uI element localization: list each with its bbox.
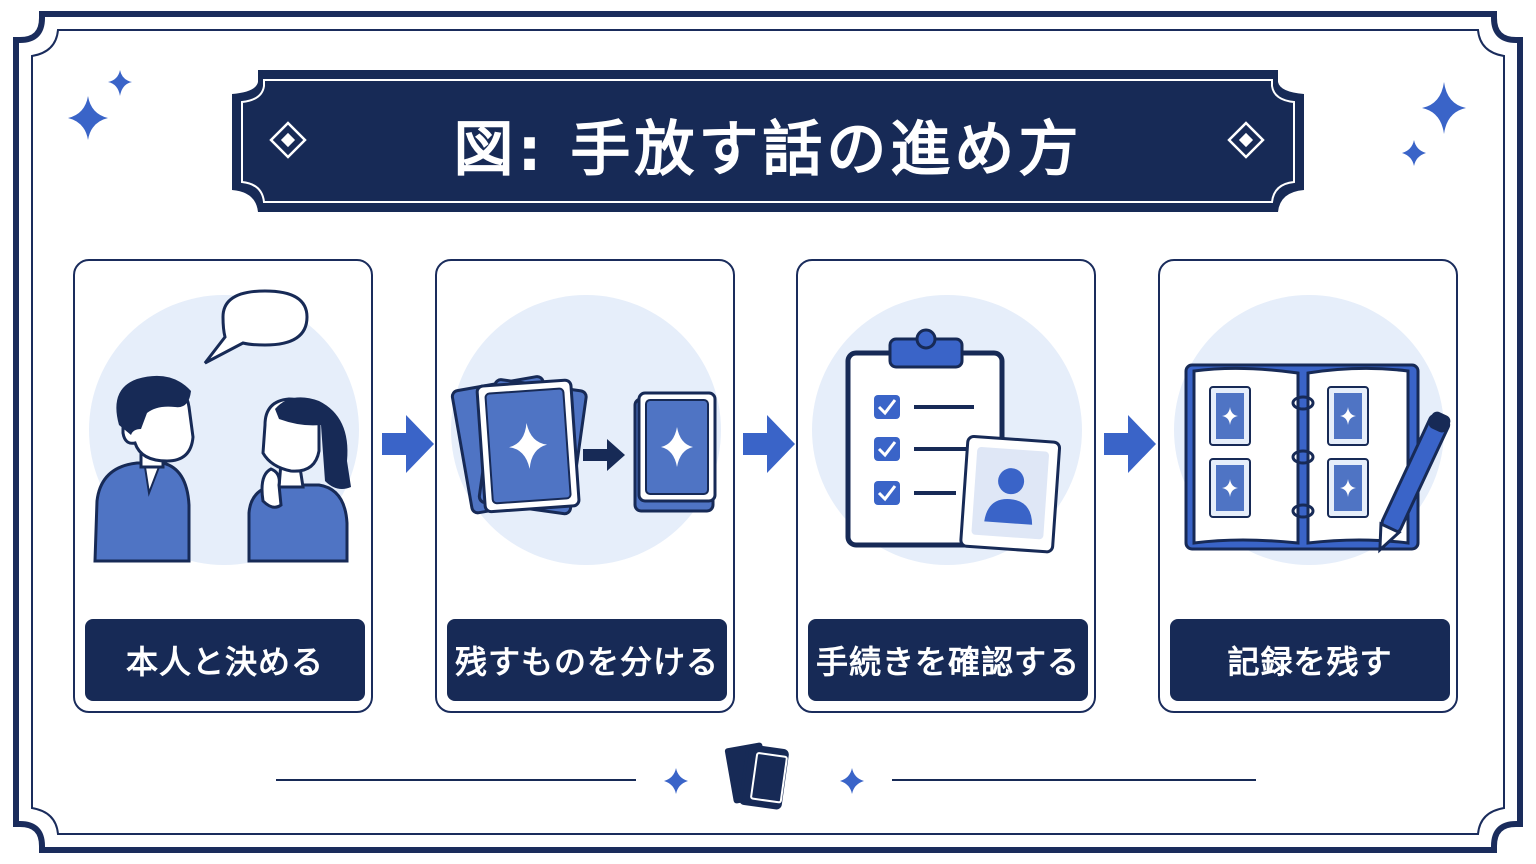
step-label: 残すものを分ける <box>447 619 727 701</box>
step-card-3: 手続きを確認する <box>796 259 1096 713</box>
checkbox-icon <box>874 437 900 461</box>
card-sorting-icon <box>450 375 717 516</box>
step-label: 記録を残す <box>1170 619 1450 701</box>
step-label: 手続きを確認する <box>808 619 1088 701</box>
arrow-right-icon <box>1104 415 1156 473</box>
two-people-talking-icon <box>93 289 351 563</box>
footer-ornament <box>276 740 1256 810</box>
sparkle-icon <box>1422 82 1466 134</box>
arrow-right-icon <box>743 415 795 473</box>
step-card-2: 残すものを分ける <box>435 259 735 713</box>
sparkle-icon <box>68 96 108 140</box>
card-stack-icon <box>722 740 789 810</box>
step-card-1: 本人と決める <box>73 259 373 713</box>
sparkle-icon <box>840 768 864 794</box>
diamond-ornament-icon <box>269 121 307 159</box>
card-binder-pen-icon <box>1184 363 1451 554</box>
arrow-right-icon <box>382 415 434 473</box>
diamond-ornament-icon <box>1227 121 1265 159</box>
checkbox-icon <box>874 481 900 505</box>
sparkle-icon <box>664 768 688 794</box>
page-title: 図: 手放す話の進め方 <box>453 114 1083 185</box>
sparkle-icon <box>1402 140 1426 166</box>
checkbox-icon <box>874 395 900 419</box>
sparkle-icon <box>108 70 132 96</box>
clipboard-checklist-icon <box>845 328 1062 554</box>
step-card-4: 記録を残す <box>1158 259 1458 713</box>
step-label: 本人と決める <box>85 619 365 701</box>
